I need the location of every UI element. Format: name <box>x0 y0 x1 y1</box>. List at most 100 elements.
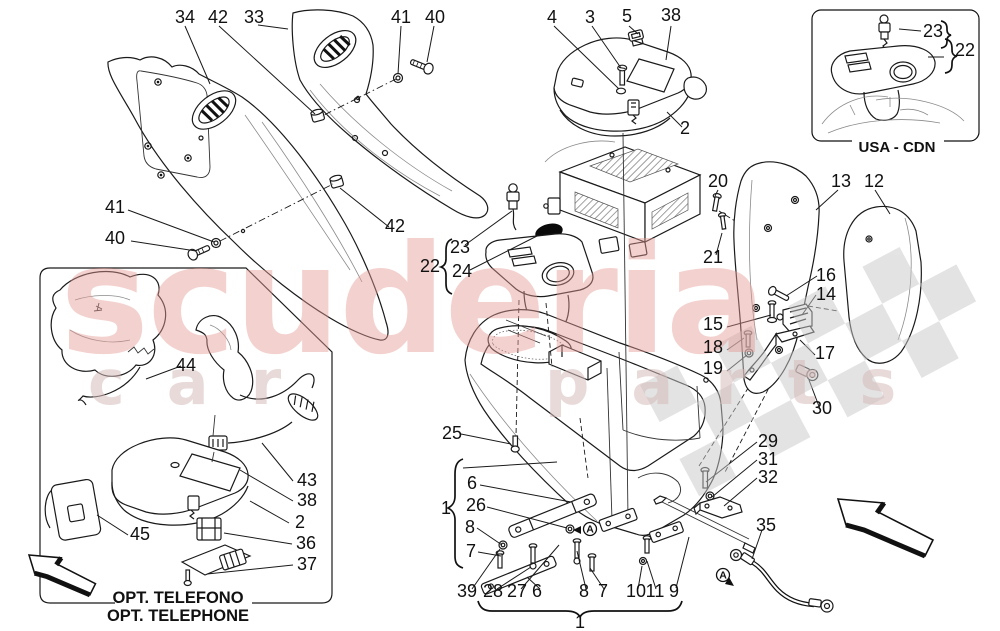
callout-43: 43 <box>297 470 317 490</box>
watermark: scuderia car parts <box>60 214 977 497</box>
callout-40-left: 40 <box>105 228 125 248</box>
callout-25: 25 <box>442 423 462 443</box>
callout-34: 34 <box>175 7 195 27</box>
callout-16: 16 <box>816 265 836 285</box>
callout-23-center: 23 <box>450 237 470 257</box>
callout-20: 20 <box>708 171 728 191</box>
callout-22-center: 22 <box>420 256 440 276</box>
ground-cable-35 <box>729 548 834 613</box>
callout-42-mid: 42 <box>385 216 405 236</box>
lid-latch <box>627 99 640 125</box>
callout-7-bottom: 7 <box>598 581 608 601</box>
callout-23-usa: 23 <box>923 21 943 41</box>
callout-6-group: 6 <box>467 473 477 493</box>
screw-left <box>187 245 211 261</box>
phone-board-37 <box>180 544 252 587</box>
callout-14: 14 <box>816 284 836 304</box>
callout-4: 4 <box>547 7 557 27</box>
lid-hinge-wing <box>683 76 707 100</box>
view-marker-letter-right: A <box>719 570 727 582</box>
view-marker-letter-left: A <box>586 524 594 536</box>
view-marker-a-right <box>715 567 734 586</box>
callout-10: 10 <box>626 581 646 601</box>
callout-19: 19 <box>703 358 723 378</box>
callout-26: 26 <box>466 495 486 515</box>
usa-cdn-caption: USA - CDN <box>859 139 936 156</box>
brace-22-group <box>438 238 453 295</box>
screw-20 <box>711 192 722 212</box>
callout-32: 32 <box>758 467 778 487</box>
telephone-lid-2 <box>111 437 249 526</box>
sim-card-45 <box>44 478 102 541</box>
lid-clip <box>570 77 584 88</box>
callout-30: 30 <box>812 398 832 418</box>
callout-18: 18 <box>703 337 723 357</box>
brace-1-group <box>446 458 464 569</box>
callout-7-group: 7 <box>466 541 476 561</box>
callout-2-lid: 2 <box>680 118 690 138</box>
callout-40-top: 40 <box>425 7 445 27</box>
lid-plate-38 <box>626 58 675 93</box>
telephone-option-box <box>28 267 333 604</box>
callout-5: 5 <box>622 6 632 26</box>
screw-top <box>409 59 434 75</box>
watermark-word-left: car <box>88 346 323 419</box>
callout-33: 33 <box>244 7 264 27</box>
callout-22-usa: 22 <box>955 40 975 60</box>
air-vent-right <box>313 29 357 69</box>
fastener-clip-lower <box>329 174 344 189</box>
storage-bag-44 <box>50 270 167 406</box>
brace-1-bottom <box>477 600 683 619</box>
callout-1-bottom: 1 <box>575 612 585 631</box>
watermark-word-right: parts <box>545 346 938 419</box>
callout-13: 13 <box>831 171 851 191</box>
callout-38-box: 38 <box>297 490 317 510</box>
callout-11: 11 <box>646 581 665 601</box>
washer-left <box>210 237 222 249</box>
screw-21 <box>717 212 727 230</box>
callout-35: 35 <box>756 515 776 535</box>
callout-12: 12 <box>864 171 884 191</box>
callout-8-bottom: 8 <box>579 581 589 601</box>
callout-9: 9 <box>669 581 679 601</box>
callout-38-lid: 38 <box>661 5 681 25</box>
switch-23 <box>506 183 520 231</box>
panel-screw-holes <box>144 78 204 179</box>
callout-8-group: 8 <box>465 517 475 537</box>
air-vent-left <box>191 90 237 130</box>
watermark-brand-text: scuderia <box>60 214 765 388</box>
callout-41-left: 41 <box>105 197 125 217</box>
callout-29: 29 <box>758 431 778 451</box>
view-marker-a-left <box>573 521 598 537</box>
callout-1-group: 1 <box>441 498 451 518</box>
callout-labels: 34 42 33 41 40 4 3 5 38 2 20 13 12 21 41… <box>105 5 975 631</box>
telephone-caption-line1: OPT. TELEFONO <box>112 589 243 607</box>
screw-25 <box>510 435 520 453</box>
callout-41-top: 41 <box>391 7 411 27</box>
lid-screw-3 <box>617 64 628 86</box>
callout-37: 37 <box>297 554 317 574</box>
callout-44: 44 <box>176 355 196 375</box>
callout-21: 21 <box>703 247 723 267</box>
callout-39: 39 <box>457 581 477 601</box>
checkered-flag-watermark <box>640 246 977 497</box>
callout-36: 36 <box>296 533 316 553</box>
side-trim-panel-left <box>107 56 389 341</box>
callout-28: 28 <box>483 581 503 601</box>
phone-handset-43 <box>195 315 319 451</box>
callout-45: 45 <box>130 524 150 544</box>
callout-6-bottom: 6 <box>532 581 542 601</box>
connector-36 <box>196 517 222 541</box>
usa-switch-23 <box>878 14 891 51</box>
telephone-caption-line2: OPT. TELEPHONE <box>107 607 249 625</box>
usa-cup-holder <box>830 45 936 121</box>
callout-17: 17 <box>815 343 835 363</box>
callout-42-top: 42 <box>208 7 228 27</box>
armrest-lid-assembly <box>553 29 707 137</box>
callout-2-box: 2 <box>295 512 305 532</box>
usa-console-sketch <box>821 95 965 134</box>
callout-3: 3 <box>585 7 595 27</box>
diagram-artwork <box>28 9 980 619</box>
